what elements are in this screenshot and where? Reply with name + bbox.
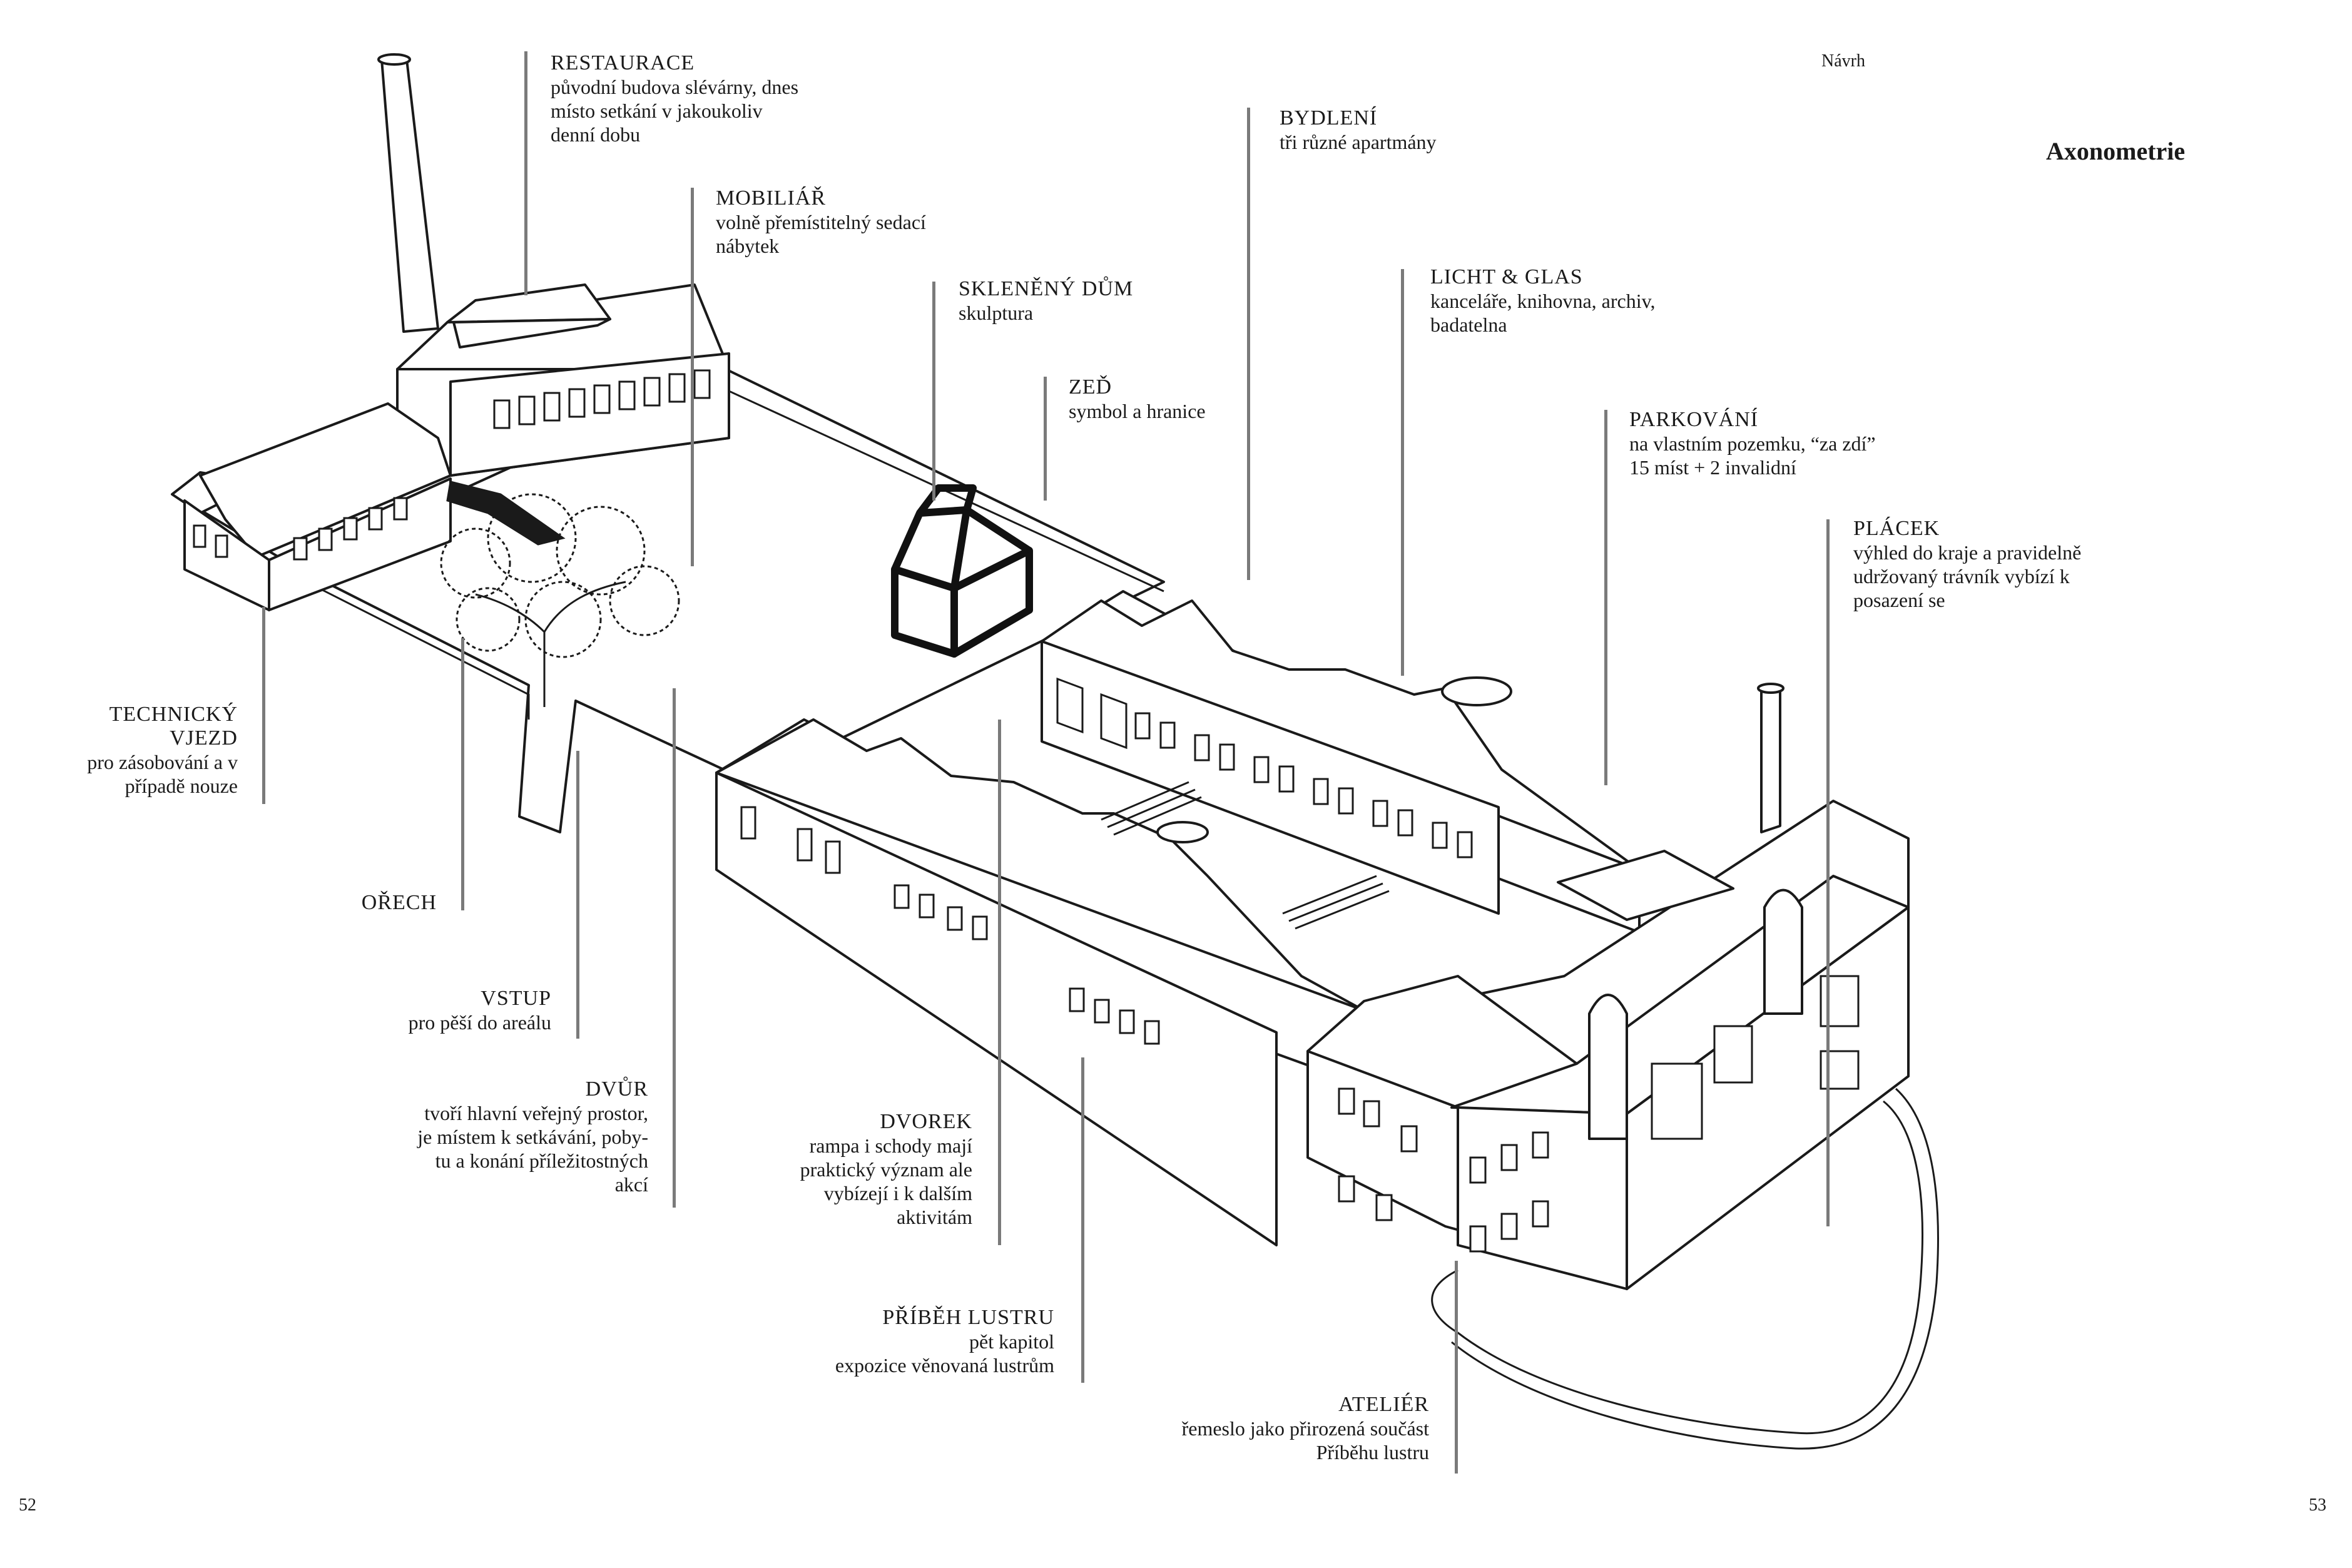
- label-restaurace-line: denní dobu: [551, 123, 641, 146]
- label-mobiliar: MOBILIÁŘ volně přemístitelný sedací náby…: [716, 186, 926, 258]
- label-pribeh-lustru-title: PŘÍBĚH LUSTRU: [882, 1306, 1054, 1329]
- label-dvur-line: tvoří hlavní veřejný prostor,: [424, 1102, 648, 1124]
- leader-vstup: [576, 751, 579, 1039]
- page-number-right: 53: [2309, 1495, 2326, 1515]
- walnut-tree: [440, 481, 680, 707]
- label-mobiliar-line: nábytek: [716, 235, 780, 257]
- leader-mobiliar: [691, 188, 694, 566]
- leader-atelier: [1455, 1261, 1458, 1474]
- label-parkovani-line: 15 míst + 2 invalidní: [1629, 456, 1796, 479]
- label-licht-glas-line: badatelna: [1430, 313, 1507, 336]
- label-dvorek: DVOREK rampa i schody mají praktický výz…: [800, 1110, 972, 1229]
- leader-pribeh-lustru: [1081, 1057, 1084, 1383]
- label-bydleni-line: tři různé apartmány: [1280, 131, 1437, 153]
- label-dvur-line: akcí: [614, 1173, 648, 1196]
- label-vstup: VSTUP pro pěší do areálu: [409, 987, 551, 1034]
- label-skleneny-dum: SKLENĚNÝ DŮM skulptura: [959, 277, 1133, 325]
- leader-bydleni: [1247, 108, 1250, 580]
- label-licht-glas-title: LICHT & GLAS: [1430, 265, 1583, 288]
- apartment-row: [1041, 590, 1641, 934]
- label-technicky-vjezd: TECHNICKÝ VJEZD pro zásobování a v přípa…: [87, 703, 238, 798]
- label-parkovani-title: PARKOVÁNÍ: [1629, 408, 1759, 431]
- label-bydleni: BYDLENÍ tři různé apartmány: [1280, 106, 1437, 154]
- label-restaurace-title: RESTAURACE: [551, 51, 695, 74]
- label-zed-line: symbol a hranice: [1069, 400, 1206, 422]
- label-pribeh-lustru-line: expozice věnovaná lustrům: [835, 1354, 1054, 1377]
- leader-restaurace: [524, 51, 527, 295]
- label-atelier-title: ATELIÉR: [1338, 1393, 1429, 1416]
- label-atelier-line: Příběhu lustru: [1316, 1441, 1429, 1464]
- label-technicky-vjezd-title: TECHNICKÝ: [109, 703, 238, 726]
- label-dvur: DVŮR tvoří hlavní veřejný prostor, je mí…: [417, 1077, 648, 1196]
- label-dvorek-line: praktický význam ale: [800, 1158, 972, 1181]
- label-placek: PLÁCEK výhled do kraje a pravidelně udrž…: [1853, 517, 2081, 612]
- label-technicky-vjezd-line: případě nouze: [125, 775, 238, 797]
- leader-orech: [461, 638, 464, 910]
- page-title: Axonometrie: [2046, 137, 2186, 165]
- leader-placek: [1826, 519, 1830, 1226]
- label-dvur-line: je místem k setkávání, poby-: [417, 1126, 648, 1148]
- label-atelier: ATELIÉR řemeslo jako přirozená součást P…: [1182, 1393, 1429, 1464]
- label-licht-glas: LICHT & GLAS kanceláře, knihovna, archiv…: [1430, 265, 1656, 337]
- label-atelier-line: řemeslo jako přirozená součást: [1181, 1417, 1429, 1440]
- label-placek-line: posazení se: [1853, 589, 1945, 611]
- label-skleneny-dum-title: SKLENĚNÝ DŮM: [959, 277, 1134, 300]
- label-parkovani: PARKOVÁNÍ na vlastním pozemku, “za zdí” …: [1629, 408, 1876, 479]
- label-dvur-line: tu a konání příležitostných: [435, 1149, 648, 1172]
- label-dvorek-line: rampa i schody mají: [809, 1134, 972, 1157]
- label-pribeh-lustru-line: pět kapitol: [969, 1330, 1054, 1353]
- leader-skleneny-dum: [932, 282, 935, 501]
- label-bydleni-title: BYDLENÍ: [1280, 106, 1378, 130]
- label-restaurace-line: místo setkání v jakoukoliv: [551, 99, 763, 122]
- label-dvorek-title: DVOREK: [880, 1110, 972, 1133]
- label-vstup-title: VSTUP: [481, 987, 551, 1010]
- label-orech: OŘECH: [362, 891, 437, 915]
- label-technicky-vjezd-title: VJEZD: [170, 726, 238, 750]
- leader-zed: [1044, 377, 1047, 501]
- label-zed-title: ZEĎ: [1069, 375, 1112, 399]
- label-placek-line: udržovaný trávník vybízí k: [1853, 565, 2070, 588]
- label-vstup-line: pro pěší do areálu: [408, 1011, 551, 1034]
- label-zed: ZEĎ symbol a hranice: [1069, 375, 1206, 423]
- technical-building: [171, 402, 452, 611]
- leader-licht-glas: [1401, 269, 1404, 676]
- leader-dvorek: [998, 720, 1001, 1245]
- label-restaurace: RESTAURACE původní budova slévárny, dnes…: [551, 51, 798, 146]
- label-placek-title: PLÁCEK: [1853, 517, 1940, 540]
- label-placek-line: výhled do kraje a pravidelně: [1853, 541, 2082, 564]
- label-technicky-vjezd-line: pro zásobování a v: [87, 751, 238, 773]
- palace-building: [1306, 683, 1910, 1290]
- label-dvorek-line: aktivitám: [897, 1206, 972, 1228]
- page-number-left: 52: [19, 1495, 36, 1515]
- label-parkovani-line: na vlastním pozemku, “za zdí”: [1629, 432, 1876, 455]
- label-orech-title: OŘECH: [361, 891, 437, 914]
- restaurant-building: [396, 283, 730, 477]
- leader-dvur: [673, 688, 676, 1208]
- exhibition-row: [715, 718, 1390, 1246]
- label-mobiliar-title: MOBILIÁŘ: [716, 186, 827, 210]
- label-skleneny-dum-line: skulptura: [959, 302, 1034, 324]
- label-pribeh-lustru: PŘÍBĚH LUSTRU pět kapitol expozice věnov…: [835, 1306, 1054, 1377]
- foundry-chimney: [377, 53, 439, 333]
- label-dvorek-line: vybízejí i k dalším: [823, 1182, 972, 1204]
- label-licht-glas-line: kanceláře, knihovna, archiv,: [1430, 290, 1656, 312]
- leader-parkovani: [1604, 410, 1607, 785]
- glass-house: [891, 484, 1033, 658]
- label-restaurace-line: původní budova slévárny, dnes: [551, 76, 799, 98]
- section-label: Návrh: [1821, 51, 1865, 71]
- leader-technicky-vjezd: [262, 607, 265, 804]
- label-mobiliar-line: volně přemístitelný sedací: [716, 211, 926, 233]
- label-dvur-title: DVŮR: [585, 1077, 648, 1101]
